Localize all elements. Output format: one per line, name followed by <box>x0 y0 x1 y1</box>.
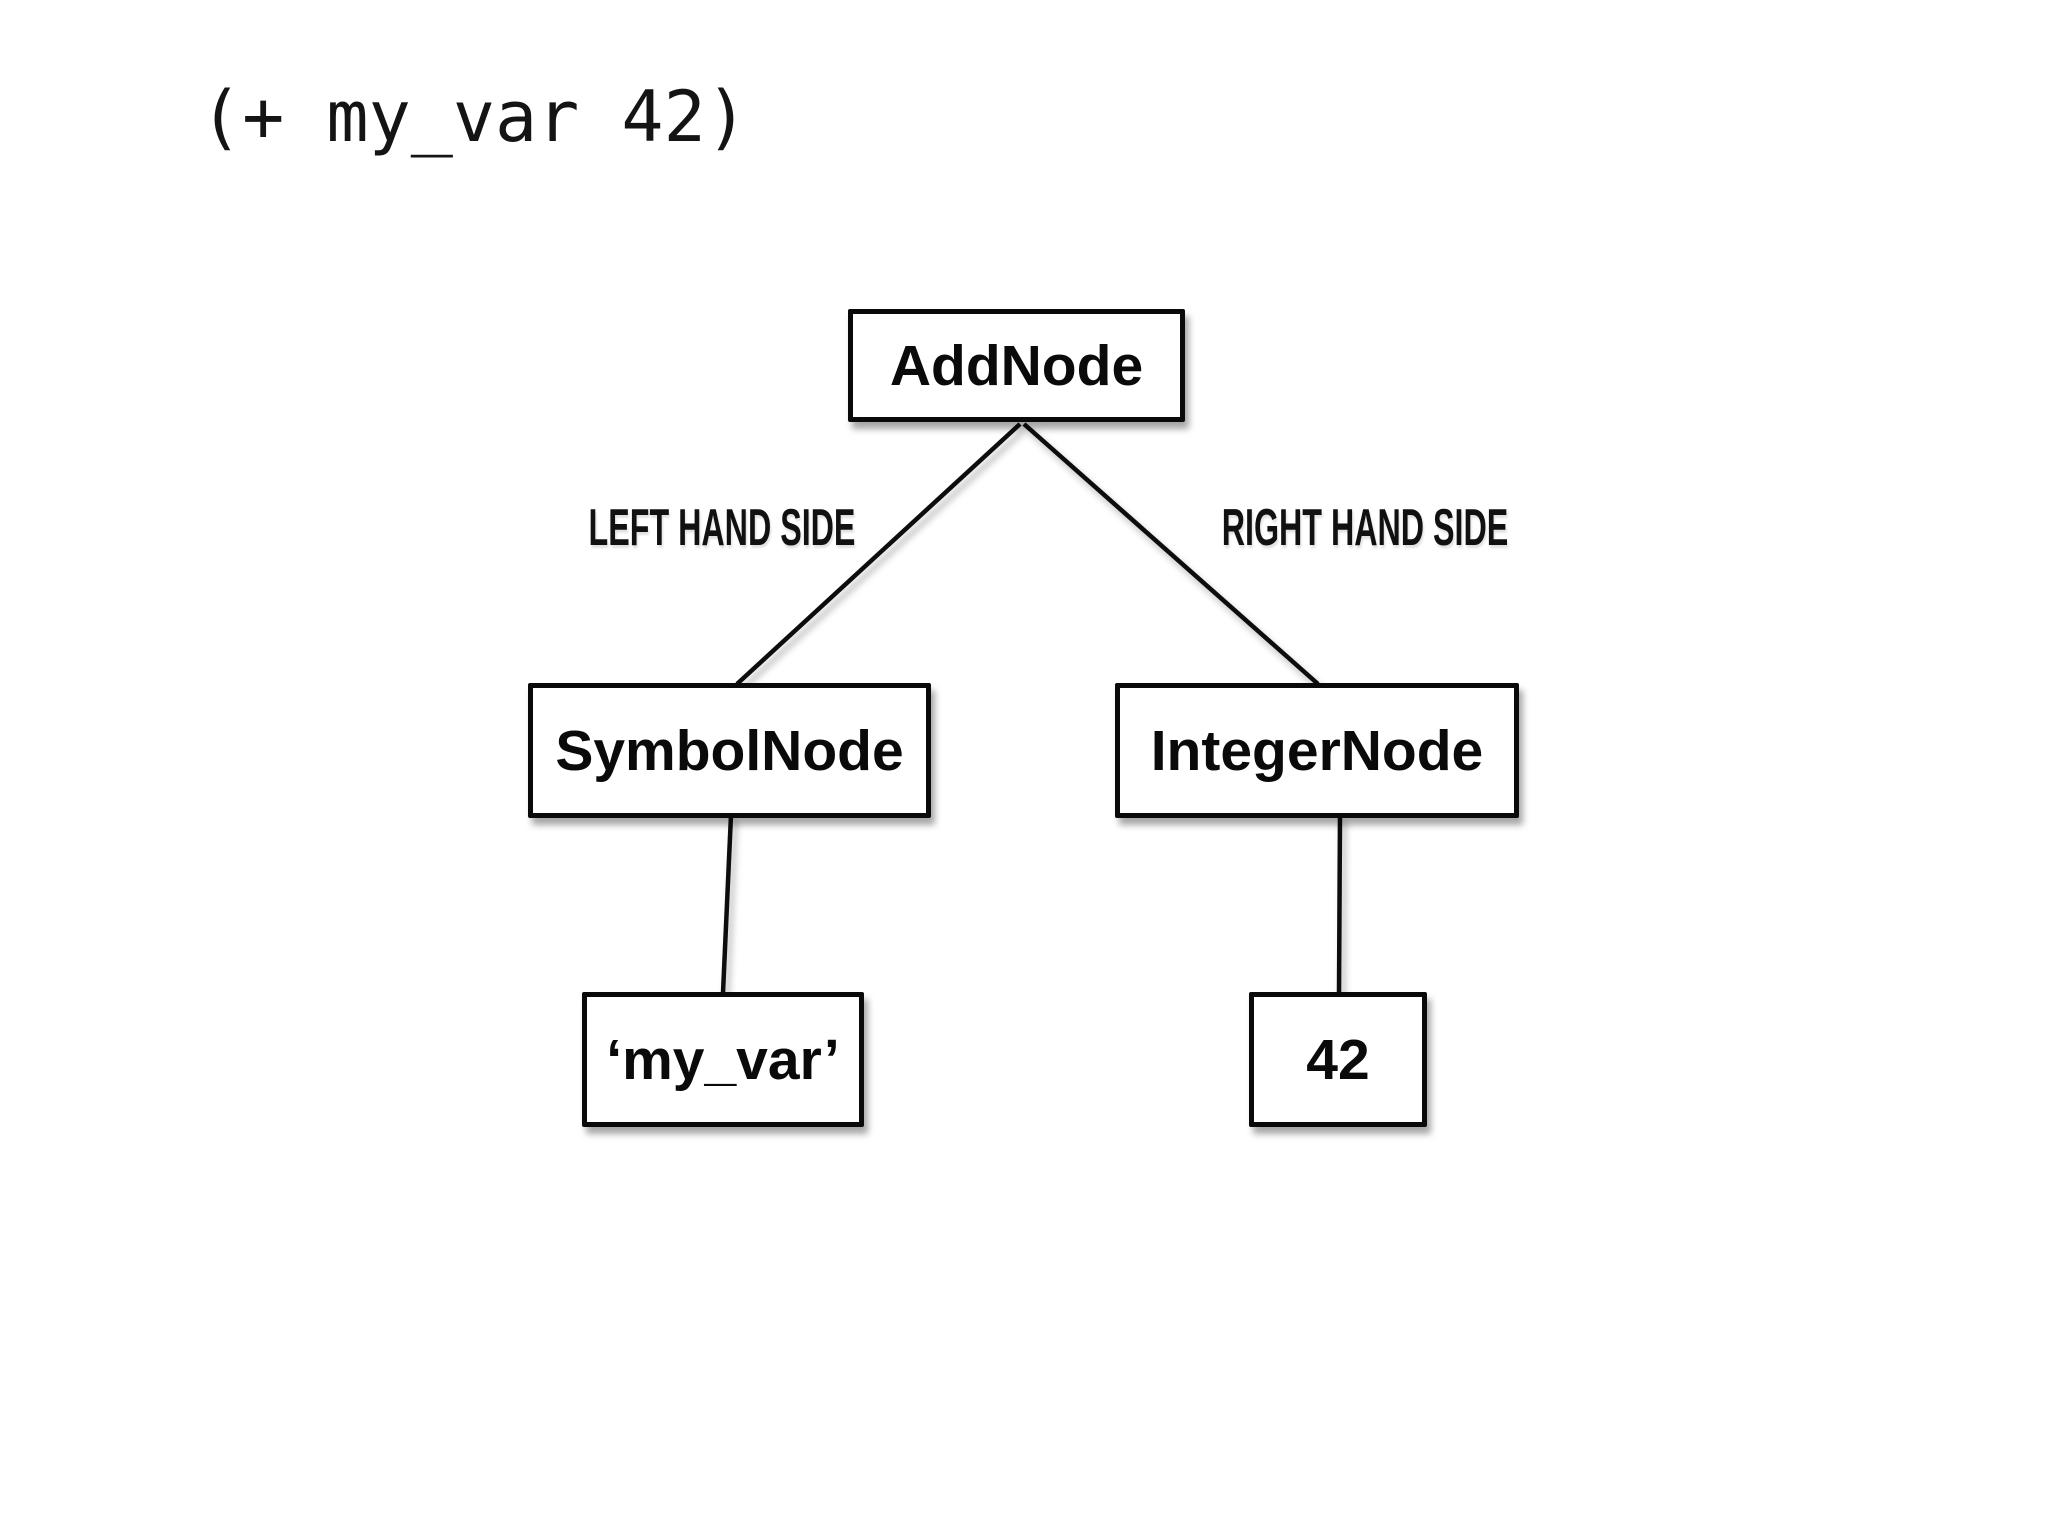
node-symbolnode-label: SymbolNode <box>555 718 904 783</box>
node-symbolnode: SymbolNode <box>528 683 931 818</box>
node-myvar-leaf-label: ‘my_var’ <box>606 1027 840 1092</box>
node-addnode-label: AddNode <box>889 333 1144 398</box>
node-addnode: AddNode <box>848 309 1185 422</box>
edge-label-right-hand-side: RIGHT HAND SIDE <box>1221 499 1509 557</box>
edge-label-left-hand-side: LEFT HAND SIDE <box>588 499 856 557</box>
source-expression-code: (+ my_var 42) <box>200 76 748 158</box>
node-integernode: IntegerNode <box>1115 683 1519 818</box>
node-myvar-leaf: ‘my_var’ <box>582 992 864 1127</box>
edge-left-child-to-leaf <box>720 814 734 994</box>
node-42-leaf-label: 42 <box>1306 1027 1370 1092</box>
edge-right-child-to-leaf <box>1336 814 1343 994</box>
node-42-leaf: 42 <box>1249 992 1427 1127</box>
node-integernode-label: IntegerNode <box>1150 718 1484 783</box>
